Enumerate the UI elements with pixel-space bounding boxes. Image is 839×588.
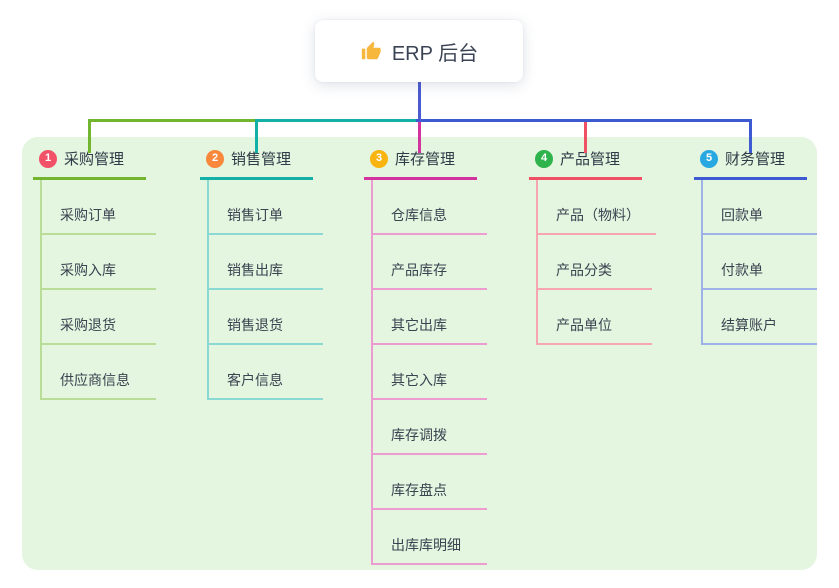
branch-column-2: 2 销售管理 销售订单销售出库销售退货客户信息 (200, 146, 323, 400)
child-label: 采购订单 (60, 207, 116, 223)
branch-number-badge: 4 (535, 149, 553, 168)
branch-number-badge: 2 (206, 149, 224, 168)
child-label: 采购退货 (60, 317, 116, 333)
child-label: 产品单位 (556, 317, 612, 333)
child-label: 出库库明细 (391, 537, 461, 553)
child-item[interactable]: 出库库明细 (373, 510, 487, 565)
child-item[interactable]: 销售订单 (209, 180, 323, 235)
child-item[interactable]: 供应商信息 (42, 345, 156, 400)
branch-children-list: 采购订单采购入库采购退货供应商信息 (40, 180, 156, 400)
branch-label: 销售管理 (231, 151, 292, 168)
trunk-line-left-teal (255, 119, 421, 122)
child-label: 销售退货 (227, 317, 283, 333)
child-item[interactable]: 采购订单 (42, 180, 156, 235)
child-label: 回款单 (721, 207, 763, 223)
child-item[interactable]: 客户信息 (209, 345, 323, 400)
child-label: 结算账户 (721, 317, 777, 333)
child-item[interactable]: 付款单 (703, 235, 817, 290)
child-label: 库存调拨 (391, 427, 447, 443)
child-item[interactable]: 销售退货 (209, 290, 323, 345)
child-item[interactable]: 其它出库 (373, 290, 487, 345)
branch-children-list: 产品（物料） 产品分类产品单位 (536, 180, 656, 345)
child-item[interactable]: 产品单位 (538, 290, 652, 345)
child-label: 产品（物料） (556, 207, 640, 223)
child-item[interactable]: 采购入库 (42, 235, 156, 290)
branch-column-4: 4 产品管理 产品（物料） 产品分类产品单位 (529, 146, 656, 345)
child-label: 销售出库 (227, 262, 283, 278)
mindmap-board: 1 采购管理 采购订单采购入库采购退货供应商信息 2 销售管理 销售订单销售出库… (22, 137, 817, 570)
branch-drop-line-1 (88, 119, 91, 153)
child-label: 其它出库 (391, 317, 447, 333)
child-label: 供应商信息 (60, 372, 130, 388)
branch-header-4[interactable]: 4 产品管理 (529, 146, 642, 180)
branch-number-badge: 1 (39, 149, 57, 168)
branch-children-list: 仓库信息产品库存其它出库其它入库库存调拨库存盘点出库库明细 (371, 180, 487, 565)
child-label: 库存盘点 (391, 482, 447, 498)
branch-column-5: 5 财务管理 回款单付款单结算账户 (694, 146, 817, 345)
child-item[interactable]: 结算账户 (703, 290, 817, 345)
child-label: 其它入库 (391, 372, 447, 388)
child-item[interactable]: 产品（物料） (538, 180, 656, 235)
child-label: 客户信息 (227, 372, 283, 388)
branch-drop-line-2 (255, 119, 258, 153)
branch-header-2[interactable]: 2 销售管理 (200, 146, 313, 180)
branch-label: 采购管理 (64, 151, 125, 168)
trunk-line-right-blue (416, 119, 752, 122)
branch-children-list: 销售订单销售出库销售退货客户信息 (207, 180, 323, 400)
branch-label: 财务管理 (725, 151, 786, 168)
branch-column-1: 1 采购管理 采购订单采购入库采购退货供应商信息 (33, 146, 156, 400)
branch-drop-line-3 (418, 122, 421, 153)
child-label: 销售订单 (227, 207, 283, 223)
branch-header-5[interactable]: 5 财务管理 (694, 146, 807, 180)
child-item[interactable]: 产品分类 (538, 235, 652, 290)
branch-label: 库存管理 (395, 151, 456, 168)
branch-header-1[interactable]: 1 采购管理 (33, 146, 146, 180)
branch-label: 产品管理 (560, 151, 621, 168)
child-label: 仓库信息 (391, 207, 447, 223)
child-label: 付款单 (721, 262, 763, 278)
branch-children-list: 回款单付款单结算账户 (701, 180, 817, 345)
branch-drop-line-4 (584, 119, 587, 153)
branch-drop-line-5 (749, 119, 752, 153)
child-item[interactable]: 其它入库 (373, 345, 487, 400)
trunk-line-left-green (88, 119, 421, 122)
branch-header-3[interactable]: 3 库存管理 (364, 146, 477, 180)
child-item[interactable]: 采购退货 (42, 290, 156, 345)
root-node[interactable]: ERP 后台 (315, 20, 523, 82)
child-item[interactable]: 销售出库 (209, 235, 323, 290)
root-label: ERP 后台 (391, 42, 479, 65)
child-item[interactable]: 产品库存 (373, 235, 487, 290)
branch-number-badge: 3 (370, 149, 388, 168)
child-label: 采购入库 (60, 262, 116, 278)
branch-number-badge: 5 (700, 149, 718, 168)
root-connector-line (418, 82, 421, 122)
branch-column-3: 3 库存管理 仓库信息产品库存其它出库其它入库库存调拨库存盘点出库库明细 (364, 146, 487, 565)
child-item[interactable]: 回款单 (703, 180, 817, 235)
child-item[interactable]: 仓库信息 (373, 180, 487, 235)
child-label: 产品库存 (391, 262, 447, 278)
thumbs-up-icon (360, 40, 382, 62)
child-label: 产品分类 (556, 262, 612, 278)
child-item[interactable]: 库存调拨 (373, 400, 487, 455)
child-item[interactable]: 库存盘点 (373, 455, 487, 510)
